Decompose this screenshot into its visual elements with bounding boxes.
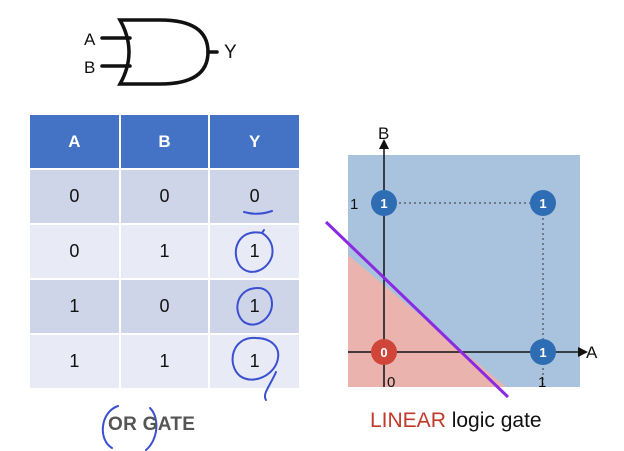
or-gate-symbol: A B Y	[84, 18, 237, 86]
cell-b: 1	[119, 223, 211, 279]
a-axis-label: A	[586, 343, 598, 362]
truth-table: A B Y 0 0 0 0 1 1 1 0 1 1 1 1	[30, 115, 299, 388]
table-row: 0 0 0	[30, 168, 299, 224]
cell-b: 0	[119, 168, 211, 224]
cell-a: 0	[30, 168, 121, 224]
cell-a: 1	[30, 278, 121, 334]
header-b: B	[119, 115, 211, 169]
output-y-label: Y	[224, 42, 237, 63]
truth-table-header-row: A B Y	[30, 115, 299, 169]
a-axis-arrow	[578, 347, 588, 357]
cell-a: 0	[30, 223, 121, 279]
input-a-label: A	[84, 30, 96, 49]
b-tick-1: 1	[350, 196, 358, 213]
b-axis-arrow	[379, 139, 389, 149]
table-row: 1 0 1	[30, 278, 299, 334]
b-axis-label: B	[378, 125, 389, 143]
header-a: A	[30, 115, 121, 169]
decision-boundary-line	[324, 220, 510, 399]
gate-body	[117, 18, 210, 86]
data-point-label: 0	[380, 345, 387, 360]
or-gate-caption: OR GATE	[108, 414, 196, 435]
a-tick-1: 1	[538, 374, 546, 391]
header-y: Y	[209, 115, 299, 169]
linear-logic-caption: LINEAR logic gate	[370, 409, 542, 433]
linear-highlight: LINEAR	[370, 409, 446, 432]
a-tick-0: 0	[387, 374, 395, 391]
data-point-label: 1	[539, 196, 546, 211]
cell-y: 0	[209, 168, 299, 224]
input-b-label: B	[84, 58, 95, 77]
logic-gate-text: logic gate	[445, 409, 542, 432]
cell-y: 1	[209, 333, 299, 388]
data-point	[530, 190, 556, 216]
data-point	[530, 339, 556, 365]
data-point-label: 1	[539, 345, 546, 360]
cell-a: 1	[30, 333, 121, 388]
data-point	[371, 339, 397, 365]
table-row: 0 1 1	[30, 223, 299, 279]
cell-y: 1	[209, 278, 299, 334]
linear-separability-plot: B A 1 0 1 1 1 0 1	[324, 125, 598, 399]
cell-b: 0	[119, 278, 211, 334]
data-point	[371, 190, 397, 216]
cell-y: 1	[209, 223, 299, 279]
data-point-label: 1	[380, 196, 387, 211]
table-row: 1 1 1	[30, 333, 299, 388]
cell-b: 1	[119, 333, 211, 388]
